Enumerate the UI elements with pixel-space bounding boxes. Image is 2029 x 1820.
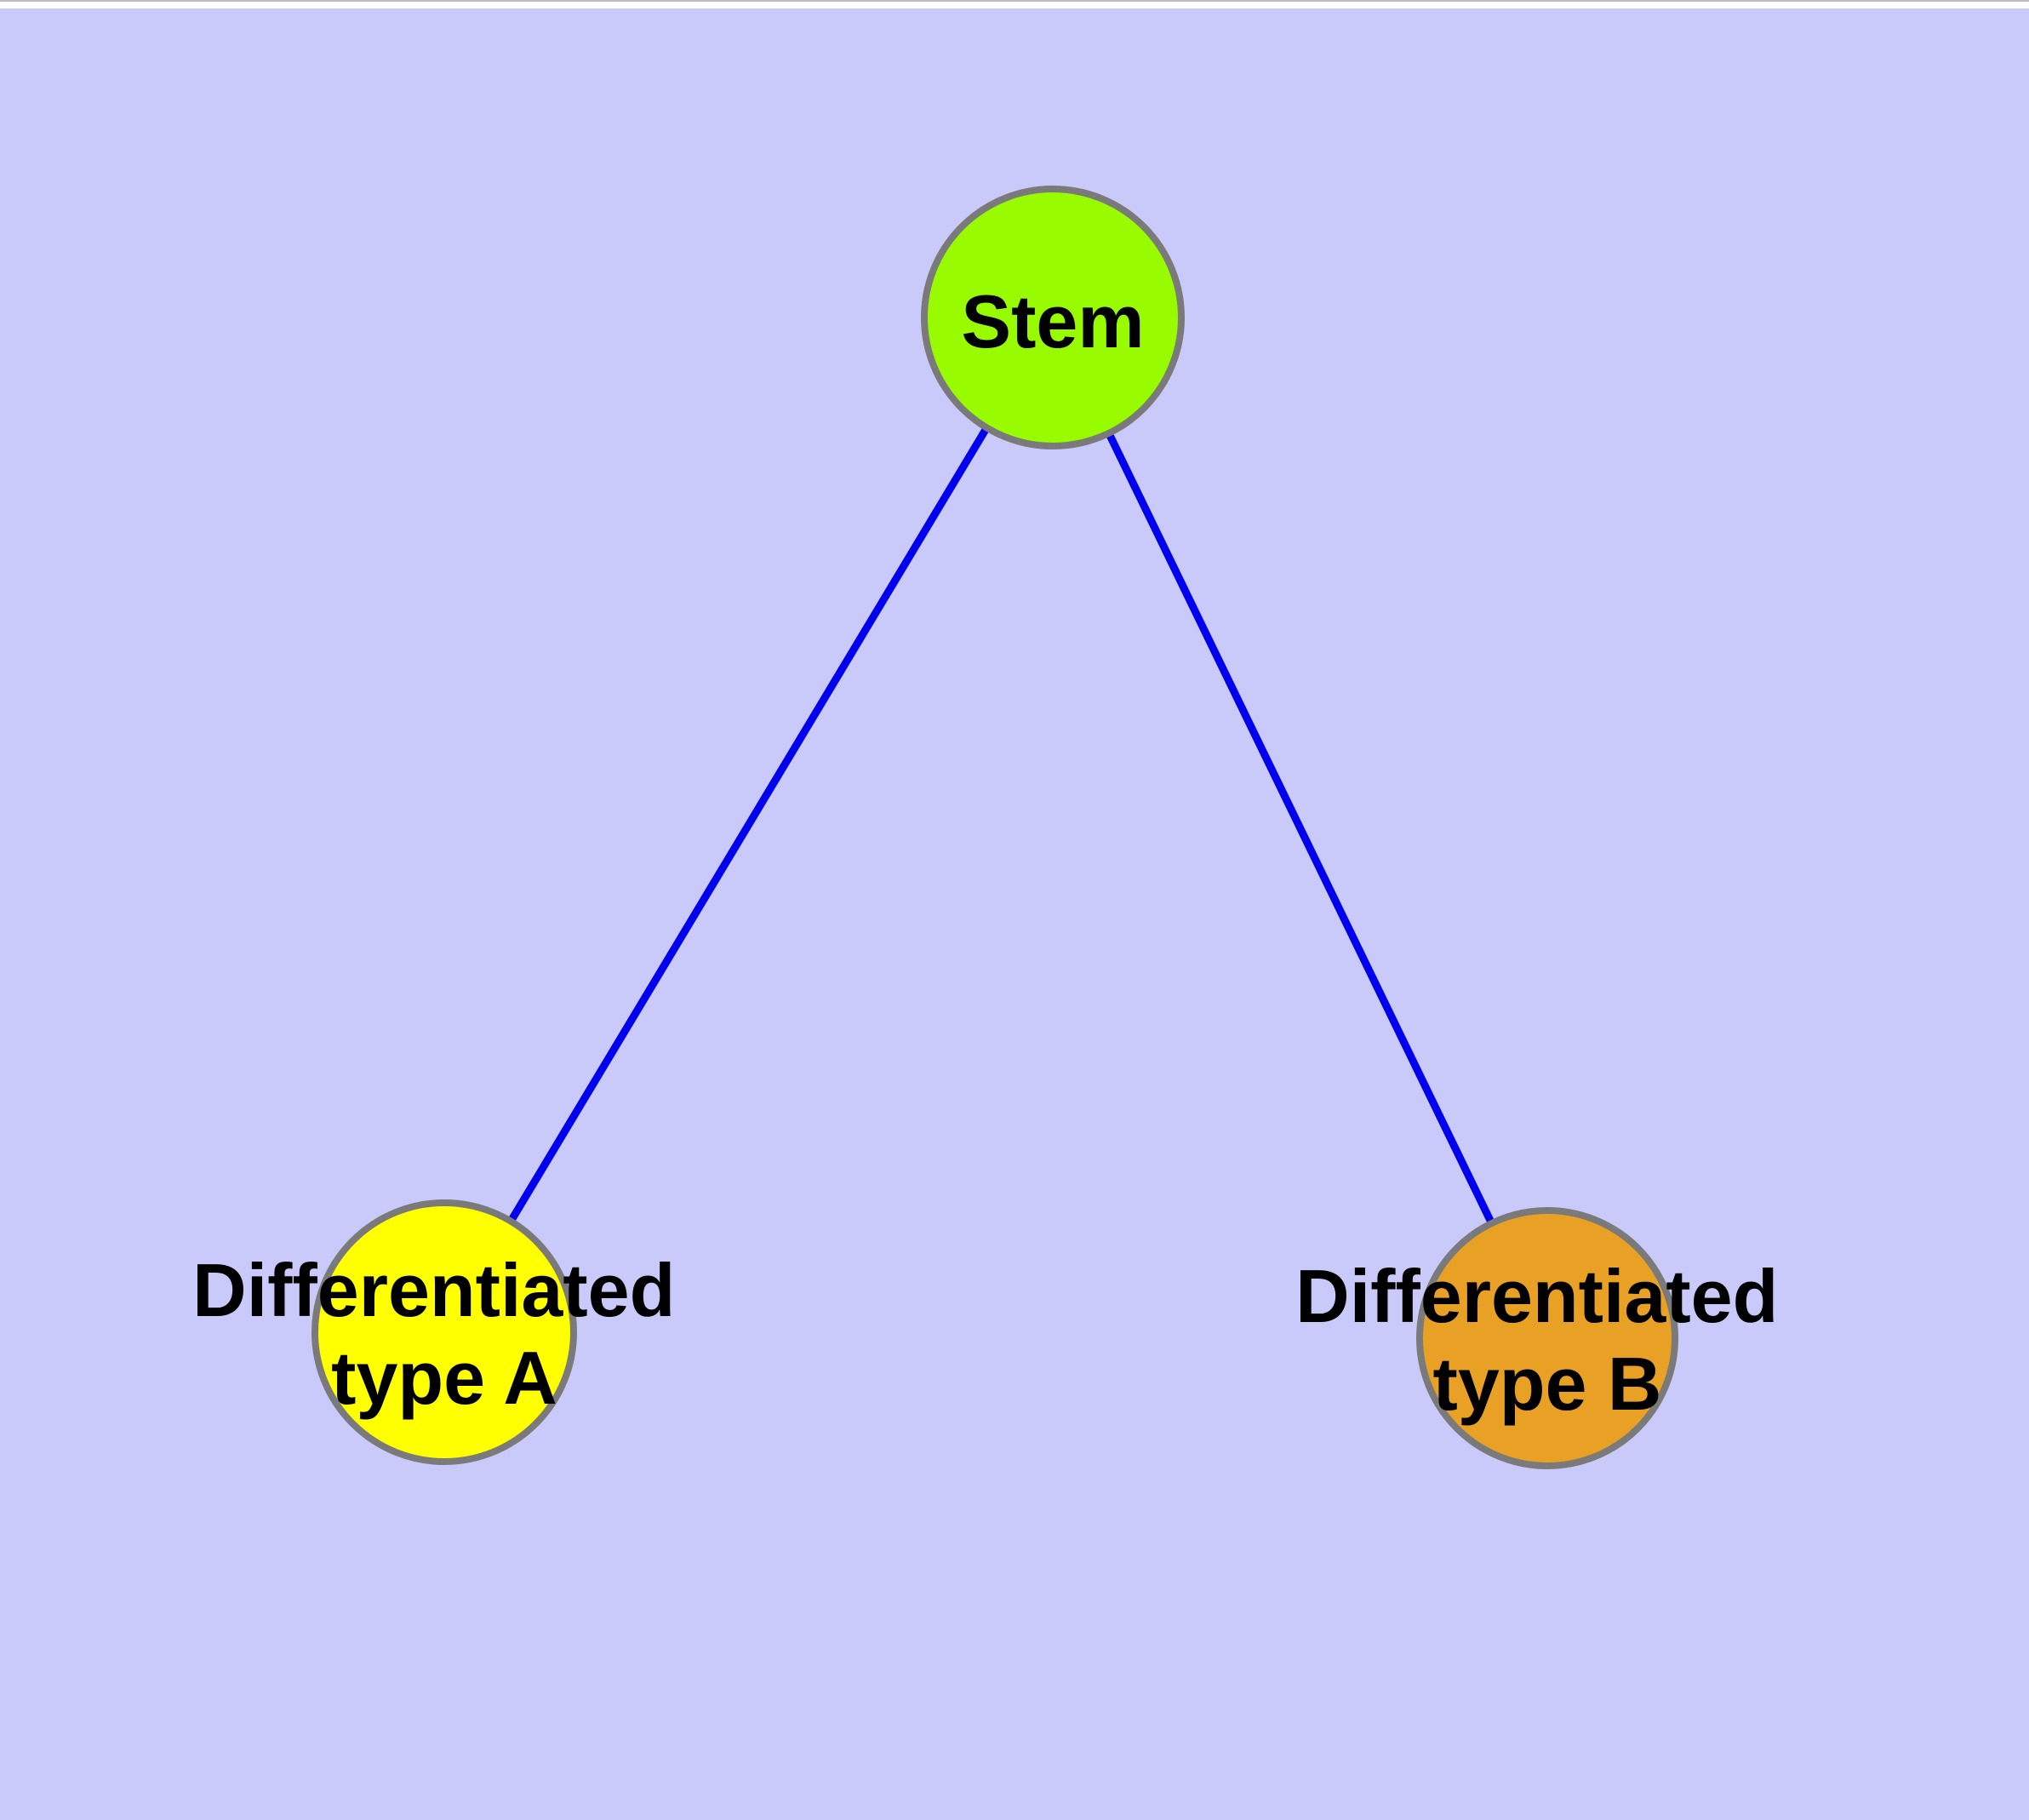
top-strip	[0, 0, 2029, 9]
node-type-b-label-line1: Differentiated	[1295, 1254, 1778, 1338]
top-hairline	[0, 0, 2029, 2]
edge-stem-to-type-b	[1049, 316, 1552, 1340]
node-stem-circle	[921, 186, 1185, 449]
node-stem-label: Stem	[961, 279, 1144, 363]
edge-stem-to-type-a	[441, 315, 1056, 1335]
node-type-a-label-line2: type A	[331, 1336, 557, 1420]
node-type-b-circle	[1416, 1207, 1678, 1469]
node-type-b-label: Differentiated type B	[1295, 1254, 1799, 1426]
node-type-a-circle	[311, 1199, 577, 1465]
node-type-a-label: Differentiated type A	[192, 1248, 696, 1420]
node-type-b-label-line2: type B	[1433, 1342, 1662, 1426]
node-type-a-label-line1: Differentiated	[192, 1248, 675, 1332]
